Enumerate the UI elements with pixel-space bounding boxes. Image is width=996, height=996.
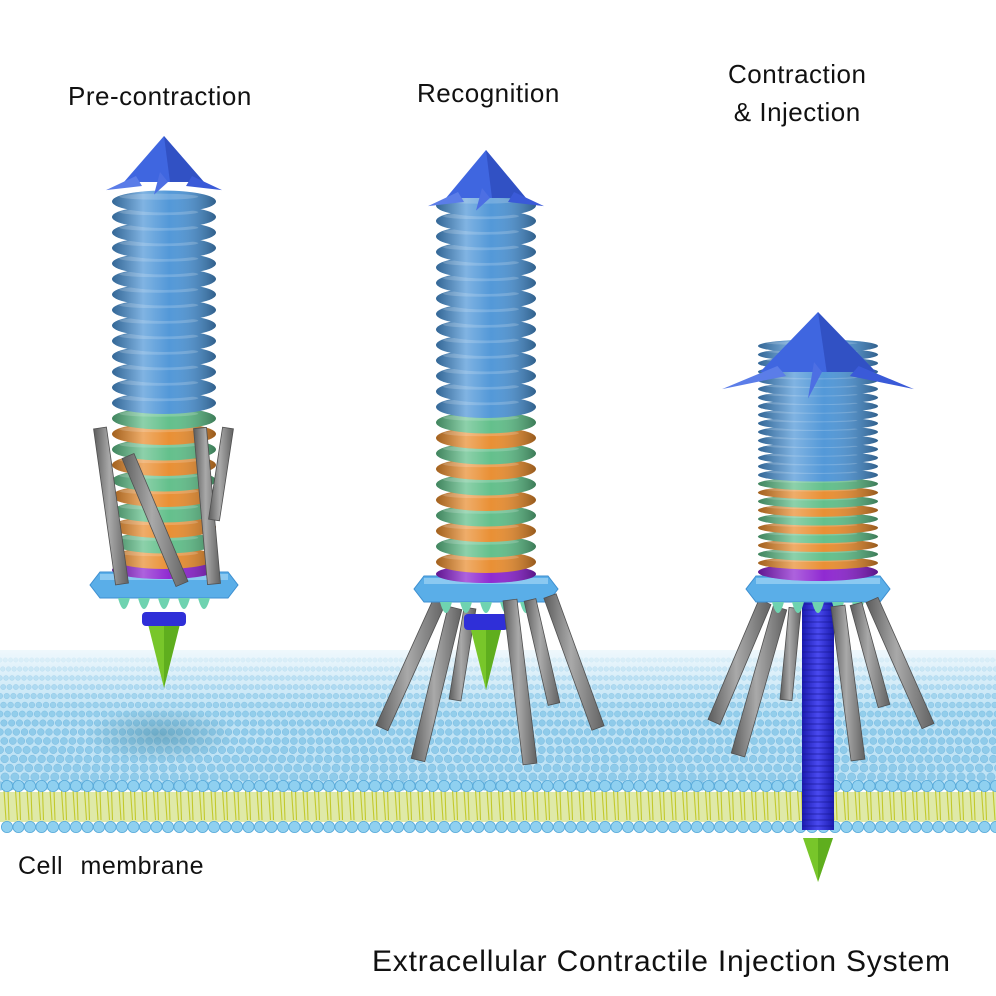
lipid-tails	[3, 789, 996, 821]
baseplate-tentacle	[138, 598, 150, 609]
baseplate-tentacle	[198, 598, 210, 609]
cap-blade	[849, 366, 914, 390]
baseplate-tentacle	[178, 598, 190, 609]
tail-fiber	[448, 606, 477, 702]
stage-label-contraction-line1: Contraction	[728, 59, 867, 89]
membrane-tail-layer	[0, 792, 996, 822]
tail-fiber	[543, 593, 605, 731]
stage-label-pre-contraction: Pre-contraction	[68, 81, 252, 111]
tail-fiber	[208, 426, 234, 522]
tail-fiber	[502, 598, 538, 766]
membrane-lower-heads	[1, 821, 996, 834]
stage-pre-contraction	[89, 136, 239, 688]
stage-label-contraction: Contraction & Injection	[728, 56, 866, 131]
baseplate-tentacle	[812, 602, 824, 613]
cap-blade	[154, 172, 168, 195]
injection-tube	[802, 600, 834, 830]
tail-fiber	[849, 601, 891, 709]
baseplate-tentacle	[440, 602, 452, 613]
tail-fiber	[730, 605, 788, 758]
tail-fiber	[410, 605, 463, 763]
figure-title: Extracellular Contractile Injection Syst…	[372, 945, 951, 978]
stage-recognition	[375, 150, 605, 766]
tail-fiber	[93, 426, 129, 586]
baseplate-tentacle	[772, 602, 784, 613]
baseplate-tentacle	[480, 602, 492, 613]
machine-shadow	[85, 707, 235, 763]
cell-membrane-label: Cell membrane	[18, 852, 205, 880]
tail-fiber	[865, 596, 935, 730]
inner-tube-end	[142, 612, 186, 626]
tail-fiber	[830, 604, 866, 762]
tail-fiber	[523, 598, 561, 706]
inner-tube-end	[464, 614, 508, 630]
stage-contraction-injection	[707, 312, 935, 882]
cap-blade	[428, 192, 464, 207]
membrane-upper-heads	[1, 780, 996, 793]
cap-blade	[722, 366, 787, 390]
tail-fiber	[707, 598, 772, 726]
cap-blade	[476, 188, 490, 211]
cap-blade	[808, 362, 822, 399]
stage-label-contraction-line2: & Injection	[733, 96, 861, 127]
cap-blade	[106, 176, 142, 191]
tail-fiber	[121, 452, 189, 588]
tail-fiber	[193, 426, 221, 586]
baseplate-tentacle	[792, 602, 804, 613]
stage-label-recognition: Recognition	[417, 78, 560, 108]
cap-blade	[186, 176, 222, 191]
baseplate-tentacle	[158, 598, 170, 609]
cap-blade	[508, 192, 544, 207]
baseplate-tentacle	[460, 602, 472, 613]
baseplate-tentacle	[118, 598, 130, 609]
